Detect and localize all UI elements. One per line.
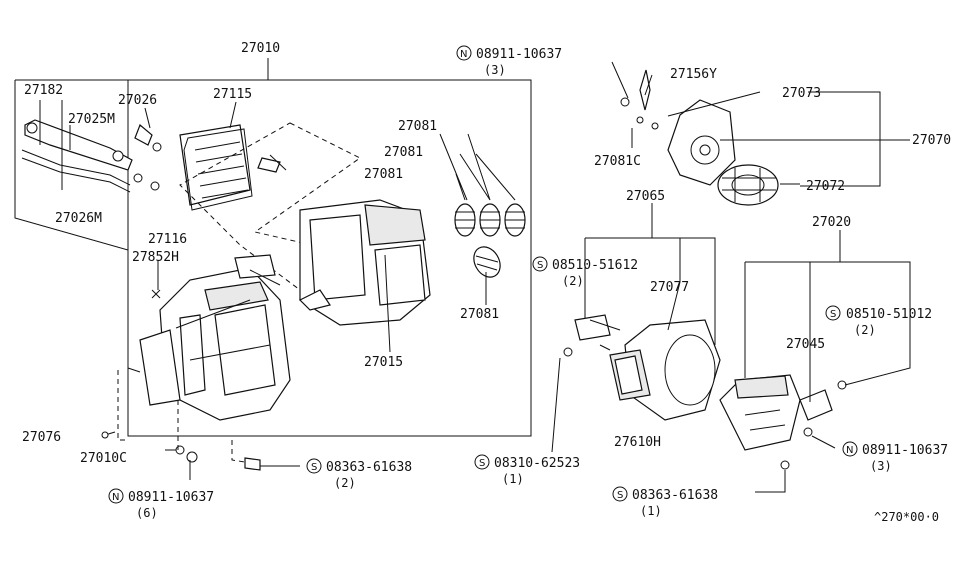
label-27020: 27020 xyxy=(812,215,851,230)
heater-case-upper xyxy=(298,199,431,353)
label-27076: 27076 xyxy=(22,430,61,445)
label-08911-top-qty: (3) xyxy=(484,63,506,77)
screw-symbol xyxy=(306,458,322,474)
label-08310-62523-qty: (1) xyxy=(502,472,524,486)
label-08363-right: 08363-61638 xyxy=(632,488,718,503)
exploded-view-box xyxy=(179,122,362,291)
nut-symbol xyxy=(842,441,858,457)
s-symbol-text: S xyxy=(479,458,485,469)
label-27156y: 27156Y xyxy=(670,67,717,82)
label-27070: 27070 xyxy=(912,133,951,148)
label-27115: 27115 xyxy=(213,87,252,102)
label-27015: 27015 xyxy=(364,355,403,370)
nut-symbol xyxy=(108,488,124,504)
label-27073: 27073 xyxy=(782,86,821,101)
blower-motor-assembly xyxy=(611,61,910,206)
heater-unit-frame xyxy=(14,58,532,437)
label-27081-mid: 27081 xyxy=(384,145,423,160)
label-27065: 27065 xyxy=(626,189,665,204)
evaporator-core xyxy=(179,101,287,211)
screw-symbol xyxy=(825,305,841,321)
label-08310-62523: 08310-62523 xyxy=(494,456,580,471)
label-08911-bottom: 08911-10637 xyxy=(128,490,214,505)
s-symbol-text: S xyxy=(830,309,836,320)
label-08911-bottom-qty: (6) xyxy=(136,506,158,520)
label-27081c: 27081C xyxy=(594,154,641,169)
label-08510-51612: 08510-51612 xyxy=(552,258,638,273)
label-08510-51612-qty: (2) xyxy=(562,274,584,288)
label-27116: 27116 xyxy=(148,232,187,247)
leader-lines xyxy=(101,260,300,480)
label-27081-bottom: 27081 xyxy=(460,307,499,322)
n-symbol-text: N xyxy=(112,492,119,503)
label-08363-left-qty: (2) xyxy=(334,476,356,490)
label-27026m: 27026M xyxy=(55,211,102,226)
label-27081-top: 27081 xyxy=(398,119,437,134)
reference-code: ^270*00·0 xyxy=(874,510,939,524)
label-08911-top: 08911-10637 xyxy=(476,47,562,62)
label-27045: 27045 xyxy=(786,337,825,352)
n-symbol-text: N xyxy=(846,445,853,456)
label-27182: 27182 xyxy=(24,83,63,98)
label-27072: 27072 xyxy=(806,179,845,194)
label-27025m: 27025M xyxy=(68,112,115,127)
s-symbol-text: S xyxy=(311,462,317,473)
screw-symbol xyxy=(532,256,548,272)
label-27081-low: 27081 xyxy=(364,167,403,182)
screw-symbol xyxy=(474,454,490,470)
nut-symbol xyxy=(456,45,472,61)
blower-housing xyxy=(551,203,721,453)
label-27852h: 27852H xyxy=(132,250,179,265)
label-08911-right-qty: (3) xyxy=(870,459,892,473)
heater-case-lower xyxy=(139,254,291,421)
part-labels: 27010 27182 27026 27115 27025M 27026M 27… xyxy=(22,41,951,524)
label-27010c: 27010C xyxy=(80,451,127,466)
label-08363-right-qty: (1) xyxy=(640,504,662,518)
pipe-assembly xyxy=(21,100,162,193)
label-08911-right: 08911-10637 xyxy=(862,443,948,458)
label-08363-left: 08363-61638 xyxy=(326,460,412,475)
label-27010: 27010 xyxy=(241,41,280,56)
s-symbol-text: S xyxy=(537,260,543,271)
label-27077: 27077 xyxy=(650,280,689,295)
s-symbol-text: S xyxy=(617,490,623,501)
n-symbol-text: N xyxy=(460,49,467,60)
label-27026: 27026 xyxy=(118,93,157,108)
label-08510-51012: 08510-51012 xyxy=(846,307,932,322)
screw-symbol xyxy=(612,486,628,502)
label-27610h: 27610H xyxy=(614,435,661,450)
grommets xyxy=(439,133,526,305)
label-08510-51012-qty: (2) xyxy=(854,323,876,337)
duct-assembly xyxy=(719,230,911,493)
